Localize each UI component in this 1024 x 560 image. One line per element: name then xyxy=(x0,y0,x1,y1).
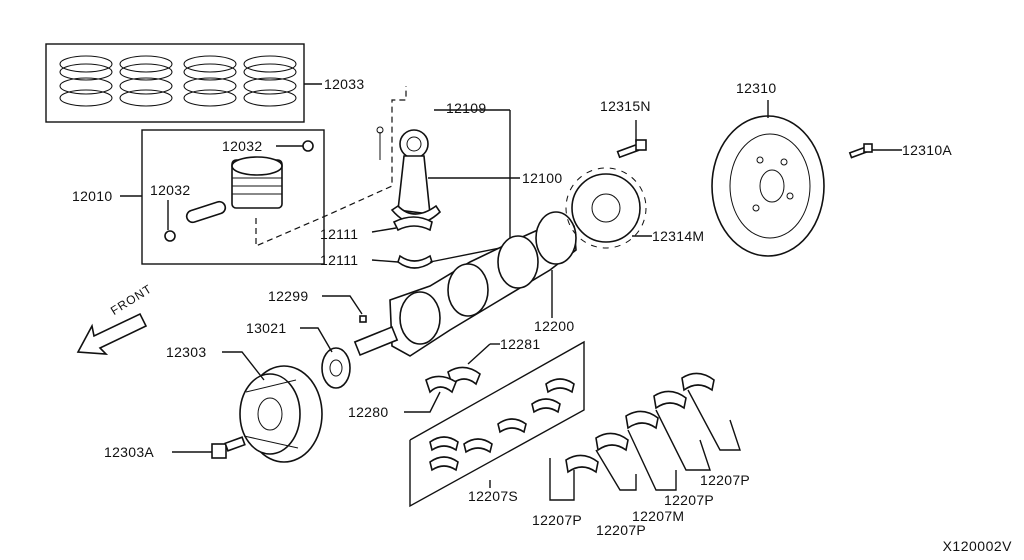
callout-12207S: 12207S xyxy=(468,488,519,504)
callout-12207P-4: 12207P xyxy=(700,472,751,488)
connecting-rod xyxy=(376,126,442,225)
timing-sprocket xyxy=(565,167,647,249)
callout-12315N: 12315N xyxy=(600,98,651,114)
callout-12299: 12299 xyxy=(268,288,309,304)
crank-pulley xyxy=(239,365,323,463)
callout-12303: 12303 xyxy=(166,344,207,360)
diagram-id: X120002V xyxy=(942,538,1012,554)
callout-12100: 12100 xyxy=(522,170,563,186)
callout-12109: 12109 xyxy=(446,100,487,116)
callout-12281: 12281 xyxy=(500,336,541,352)
crankshaft xyxy=(353,211,577,357)
callout-12207P-1: 12207P xyxy=(532,512,583,528)
callout-12111-bottom: 12111 xyxy=(320,252,359,268)
callout-12303A: 12303A xyxy=(104,444,155,460)
bearing-shells xyxy=(565,372,715,474)
callout-12032-top: 12032 xyxy=(222,138,263,154)
callout-13021: 13021 xyxy=(246,320,287,336)
callout-12200: 12200 xyxy=(534,318,575,334)
callout-12314M: 12314M xyxy=(652,228,705,244)
sprocket-bolt xyxy=(616,139,647,159)
callout-12280: 12280 xyxy=(348,404,389,420)
callout-12033: 12033 xyxy=(324,76,365,92)
callout-12207M: 12207M xyxy=(632,508,685,524)
callout-12207P-3: 12207P xyxy=(664,492,715,508)
callout-12111-top: 12111 xyxy=(320,226,359,242)
flywheel xyxy=(711,115,825,257)
crank-sprocket xyxy=(321,347,351,389)
callout-12032-bottom: 12032 xyxy=(150,182,191,198)
callout-12310A: 12310A xyxy=(902,142,953,158)
main-bearing-set xyxy=(409,340,585,508)
front-arrow-icon xyxy=(76,312,148,355)
piston-ring-set xyxy=(45,43,305,123)
flywheel-bolt xyxy=(848,143,873,159)
callout-12010: 12010 xyxy=(72,188,113,204)
pulley-bolt xyxy=(211,436,246,459)
callout-12207P-2: 12207P xyxy=(596,522,647,538)
callout-12310: 12310 xyxy=(736,80,777,96)
piston-assembly xyxy=(141,129,325,265)
